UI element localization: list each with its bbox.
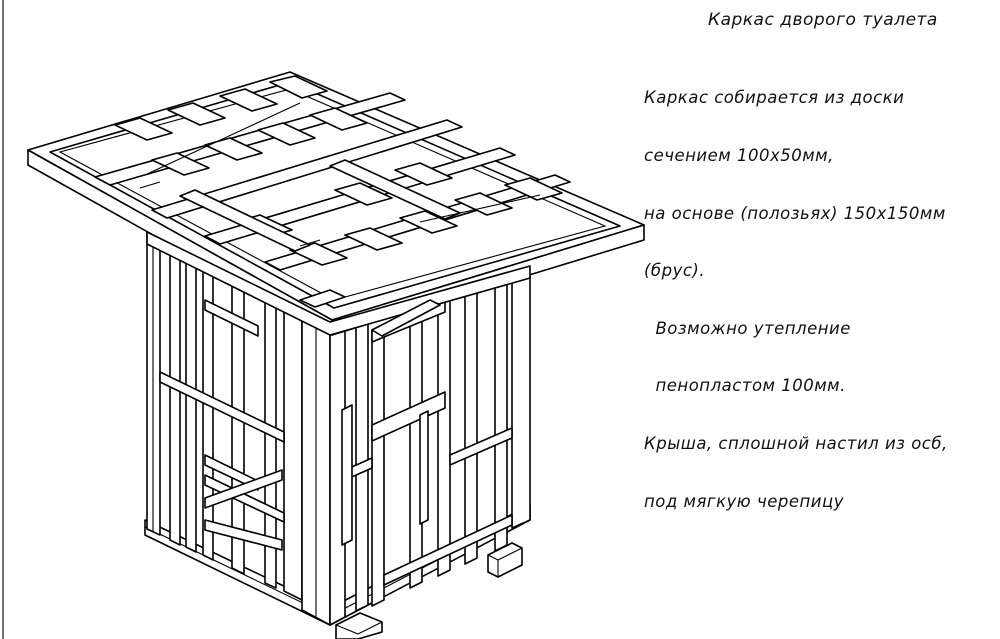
left-wall-studs [146, 231, 331, 626]
note-line: (брус). [644, 261, 706, 281]
note-line: сечением 100х50мм, [644, 146, 834, 166]
note-line: Каркас собирается из доски [644, 88, 905, 108]
note-line: Возможно утепление [644, 318, 851, 338]
top-plate [146, 231, 531, 337]
note-line: на основе (полозьях) 150х150мм [644, 203, 946, 223]
drawing-title: Каркас дворого туалета [708, 10, 938, 30]
construction-notes: Каркас собирается из доски сечением 100х… [644, 50, 948, 549]
note-line: под мягкую черепицу [644, 491, 844, 511]
roof-frame [27, 71, 645, 336]
note-line: пенопластом 100мм. [644, 376, 846, 396]
base-skids [335, 542, 523, 639]
note-line: Крыша, сплошной настил из осб, [644, 434, 948, 454]
